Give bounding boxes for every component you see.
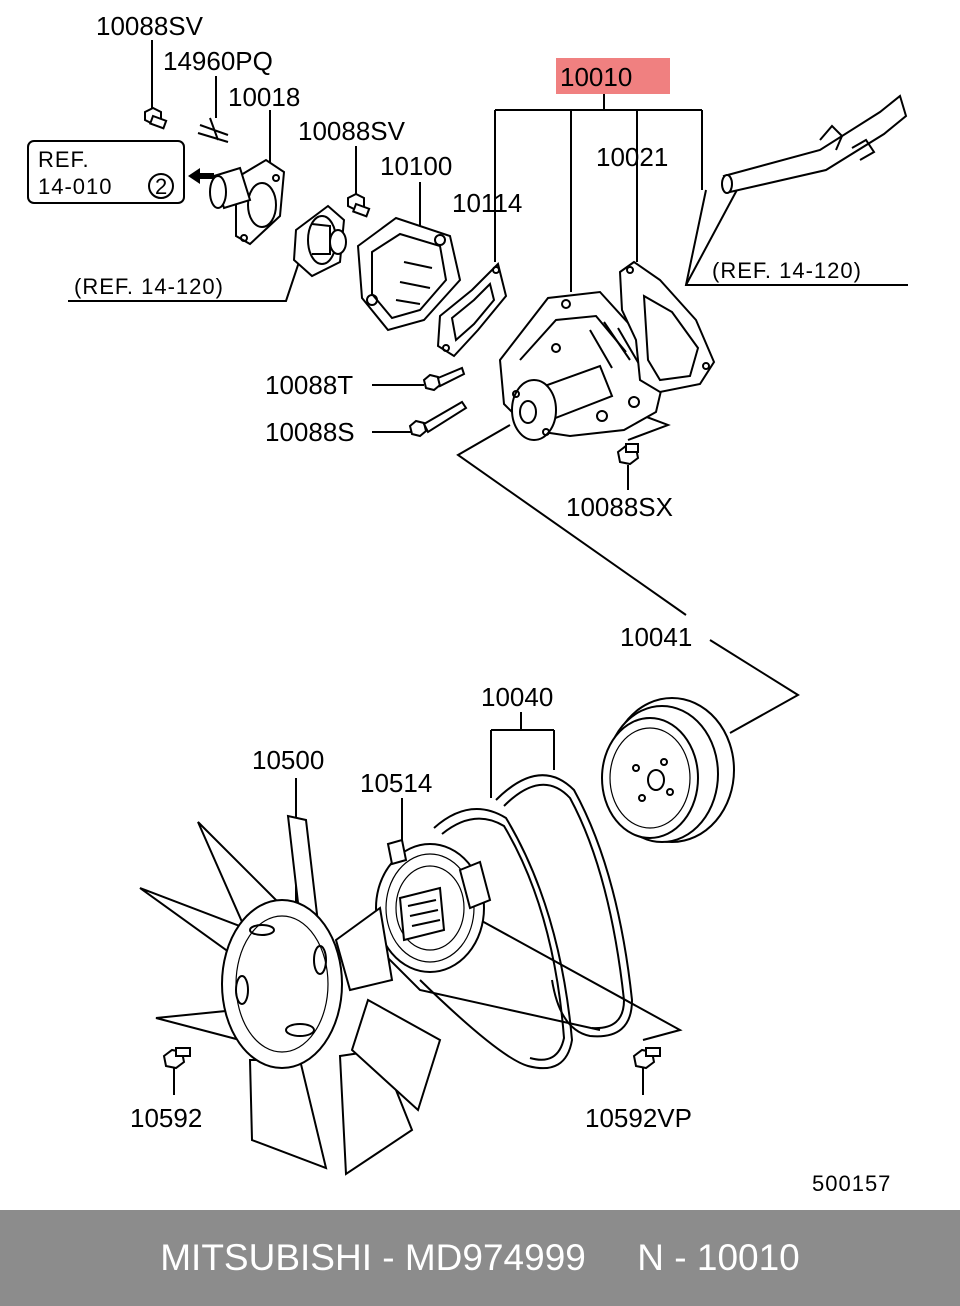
label-10592[interactable]: 10592 <box>130 1103 202 1133</box>
footer-bar: MITSUBISHI - MD974999 N - 10010 <box>0 1210 960 1306</box>
thermostat[interactable] <box>292 204 347 278</box>
label-10018[interactable]: 10018 <box>228 82 300 112</box>
figure-number: 500157 <box>812 1171 891 1196</box>
bolt-10088S[interactable] <box>408 400 468 438</box>
bolt-10592VP[interactable] <box>632 1047 661 1070</box>
highlight-10010 <box>556 58 670 94</box>
label-10500[interactable]: 10500 <box>252 745 324 775</box>
label-10088S[interactable]: 10088S <box>265 417 355 447</box>
water-inlet-fitting-10100[interactable] <box>356 216 462 332</box>
footer-text: MITSUBISHI - MD974999 N - 10010 <box>160 1237 800 1278</box>
parts-diagram: 10088SV 14960PQ 10018 10088SV 10100 1001… <box>27 11 908 1196</box>
ref-left-14-120[interactable]: (REF. 14-120) <box>74 274 224 299</box>
ref-left-leader <box>68 252 303 302</box>
label-10088SX[interactable]: 10088SX <box>566 492 673 522</box>
label-10114[interactable]: 10114 <box>452 188 522 218</box>
gasket-10114[interactable] <box>436 262 508 358</box>
thermostat-housing-10018[interactable] <box>209 158 286 246</box>
fan-10500[interactable] <box>139 814 442 1176</box>
fan-clutch-10514[interactable] <box>375 838 492 973</box>
bolt-10088SV-top[interactable] <box>144 106 168 130</box>
ref-box-circle <box>148 173 174 199</box>
label-10100[interactable]: 10100 <box>380 151 452 181</box>
ref-right-leader-2 <box>685 187 739 286</box>
label-14960PQ[interactable]: 14960PQ <box>163 46 273 76</box>
ref-box-line1: REF. <box>38 147 90 172</box>
label-10088T[interactable]: 10088T <box>265 370 353 400</box>
label-10514[interactable]: 10514 <box>360 768 432 798</box>
label-10021[interactable]: 10021 <box>596 142 668 172</box>
clip-14960PQ[interactable] <box>197 117 229 143</box>
bolt-10088SV-mid[interactable] <box>347 192 371 218</box>
bolt-10088T[interactable] <box>422 366 466 392</box>
ref-box-14-010[interactable]: REF. 14-010 2 <box>27 140 185 204</box>
label-10040[interactable]: 10040 <box>481 682 553 712</box>
water-pipe[interactable] <box>721 94 908 194</box>
water-pump-10010[interactable] <box>498 290 666 441</box>
pulley-10041[interactable] <box>601 697 735 843</box>
bolt-10592[interactable] <box>162 1047 191 1070</box>
label-10010[interactable]: 10010 <box>560 62 632 92</box>
bolt-10088SX[interactable] <box>616 443 640 466</box>
label-10088SV-top[interactable]: 10088SV <box>96 11 204 41</box>
ref-box-circled-number: 2 <box>155 174 168 199</box>
ref-arrow-icon <box>188 168 214 184</box>
ref-box-line2: 14-010 <box>38 174 113 199</box>
label-10041[interactable]: 10041 <box>620 622 692 652</box>
ref-right-14-120[interactable]: (REF. 14-120) <box>712 258 862 283</box>
label-10592VP[interactable]: 10592VP <box>585 1103 692 1133</box>
gasket-10021[interactable] <box>618 260 716 394</box>
label-10088SV-mid[interactable]: 10088SV <box>298 116 406 146</box>
belt-10040[interactable] <box>419 774 634 1070</box>
